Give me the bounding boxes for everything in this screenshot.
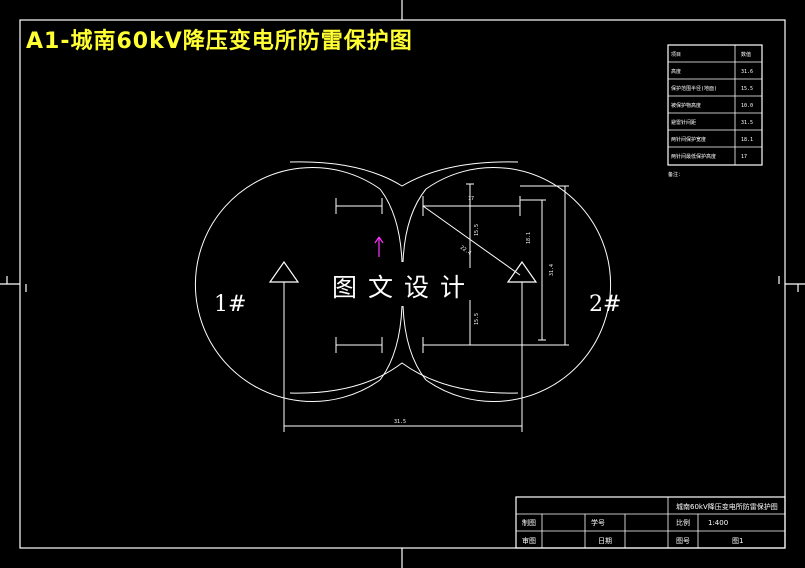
circle-right-arc	[425, 167, 612, 402]
title-block-drawing-name: 城南60kV降压变电所防雷保护图	[676, 502, 778, 511]
legend-row-label: 被保护物高度	[671, 102, 701, 109]
title-block-number-value: 图1	[732, 537, 743, 545]
title-block-scale-value: 1:400	[708, 519, 728, 527]
legend-row-label: 两针间最低保护高度	[671, 153, 716, 160]
dimension-lines	[283, 183, 569, 432]
drawing-title: A1-城南60kV降压变电所防雷保护图	[26, 29, 413, 54]
dim-radius-upper: 15.5	[474, 224, 480, 236]
legend-row-value: 31.6	[741, 69, 753, 75]
arrow-up-icon	[374, 236, 384, 257]
lightning-rod-1	[268, 260, 300, 283]
legend-row-label: 两针间保护宽度	[671, 136, 706, 143]
legend-note: 备注：	[668, 171, 683, 178]
lightning-rod-2	[506, 260, 538, 283]
title-block-scale-label: 比例	[676, 518, 690, 527]
dim-vert-outer: 31.4	[549, 264, 555, 276]
legend-row-value: 10.0	[741, 103, 753, 109]
left-inner-arc-top	[379, 188, 403, 263]
circle-left-arc	[194, 167, 381, 402]
legend-row-value: 15.5	[741, 86, 753, 92]
title-block-student-id-label: 学号	[591, 518, 605, 527]
upper-envelope	[289, 161, 519, 187]
corner-ticks	[6, 276, 799, 292]
legend-row-value: 31.5	[741, 120, 753, 126]
legend-row-label: 项目	[671, 52, 681, 58]
title-block-checked-label: 审图	[522, 536, 536, 545]
legend-row-value: 18.1	[741, 137, 753, 143]
legend-row-label: 高度	[671, 68, 681, 75]
legend-row-label: 避雷针间距	[671, 119, 696, 126]
dim-radius-lower: 15.5	[474, 313, 480, 325]
legend-row-value: 数值	[741, 51, 751, 58]
left-inner-arc-bottom	[379, 305, 403, 381]
title-block-date-label: 日期	[598, 537, 612, 545]
dim-top-right: 17	[468, 196, 474, 202]
legend-row-value: 17	[741, 154, 747, 160]
legend-row-label: 保护范围半径(地面)	[671, 85, 717, 92]
title-block-number-label: 图号	[676, 537, 690, 545]
dim-bottom-span: 31.5	[394, 419, 406, 425]
dim-vert-inner: 18.1	[526, 232, 532, 244]
lower-envelope	[289, 362, 519, 394]
watermark-text: 图文设计	[332, 273, 477, 302]
right-inner-arc-top	[402, 188, 427, 263]
title-block-drawn-label: 制图	[522, 518, 536, 527]
circle-label-right: 2#	[589, 292, 621, 317]
dim-diag: 22.4	[459, 245, 472, 257]
circle-label-left: 1#	[214, 292, 246, 317]
protection-zone	[194, 161, 612, 402]
title-block: 城南60kV降压变电所防雷保护图 制图 审图 学号 日期 比例 1:400 图号…	[515, 496, 786, 549]
